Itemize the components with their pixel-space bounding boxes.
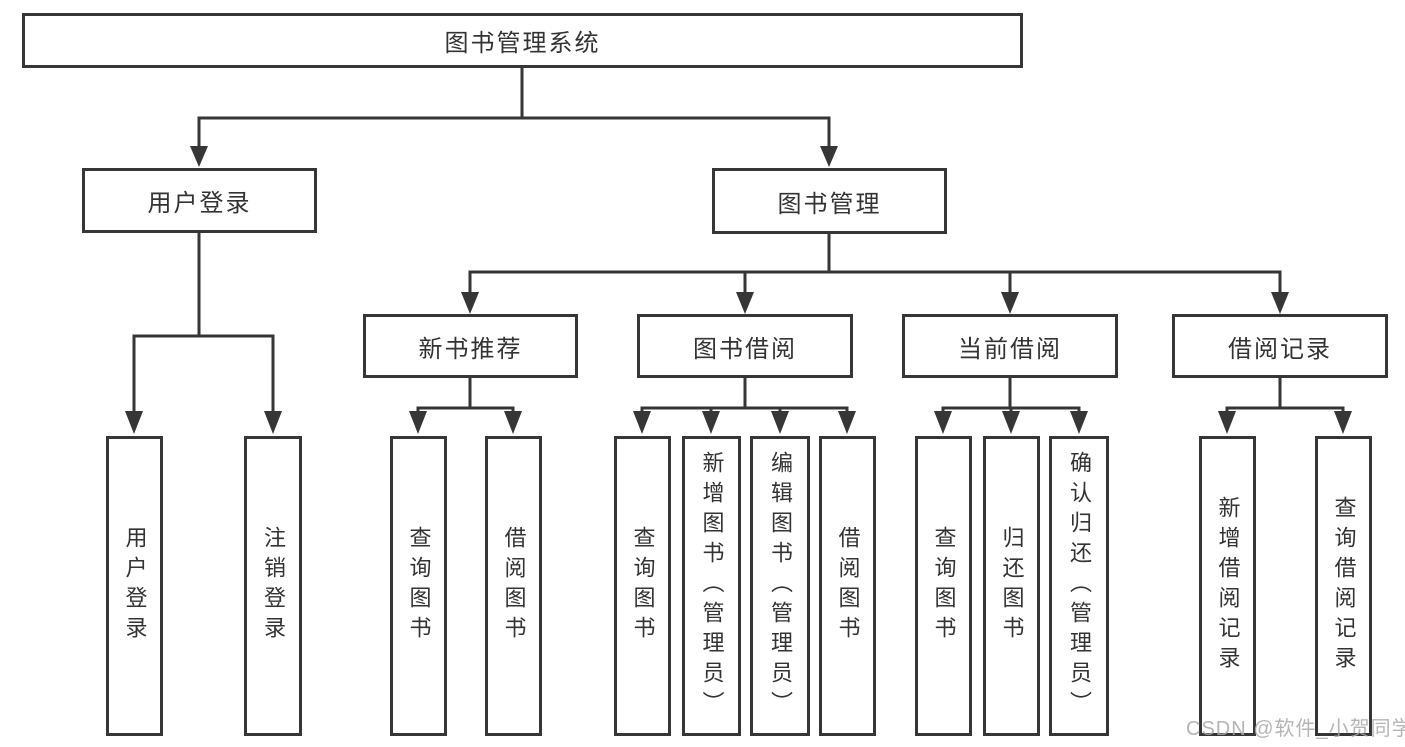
leaf-label: 查询图书 — [931, 526, 957, 646]
node-label: 借阅记录 — [1228, 335, 1332, 363]
leaf-label: 查询图书 — [630, 526, 656, 646]
leaf-label: 借阅图书 — [501, 526, 527, 646]
node-label: 图书借阅 — [693, 335, 797, 363]
leaf-label: 新增借阅记录 — [1215, 496, 1241, 676]
leaf-label: 归还图书 — [999, 526, 1025, 646]
leaf-add-books-admin: 新增图书（管理员） — [682, 436, 741, 736]
leaf-label: 编辑图书（管理员） — [768, 451, 793, 721]
leaf-query-books-current: 查询图书 — [915, 436, 972, 736]
leaf-query-books-recommend: 查询图书 — [390, 436, 447, 736]
node-new-book-recommendation: 新书推荐 — [363, 314, 578, 378]
leaf-label: 查询借阅记录 — [1331, 496, 1357, 676]
leaf-edit-books-admin: 编辑图书（管理员） — [750, 436, 810, 736]
csdn-watermark: CSDN @软件_小贺同学 — [1186, 718, 1405, 740]
node-label: 图书管理系统 — [444, 30, 601, 57]
node-label: 图书管理 — [777, 190, 882, 218]
leaf-label: 确认归还（管理员） — [1067, 451, 1092, 721]
leaf-user-login: 用户登录 — [106, 436, 163, 736]
leaf-label: 新增图书（管理员） — [699, 451, 725, 721]
node-library-management-system: 图书管理系统 — [22, 13, 1023, 68]
leaf-return-books: 归还图书 — [983, 436, 1040, 736]
leaf-label: 借阅图书 — [835, 526, 861, 646]
node-book-management: 图书管理 — [712, 168, 947, 234]
leaf-confirm-return-admin: 确认归还（管理员） — [1049, 436, 1109, 736]
node-label: 新书推荐 — [418, 335, 523, 363]
node-user-login: 用户登录 — [82, 168, 317, 233]
leaf-query-books-borrowing: 查询图书 — [614, 436, 671, 736]
leaf-borrow-books-recommend: 借阅图书 — [485, 436, 542, 736]
node-label: 用户登录 — [147, 190, 252, 217]
leaf-add-borrow-record: 新增借阅记录 — [1199, 436, 1256, 736]
leaf-label: 注销登录 — [261, 526, 286, 646]
leaf-logout: 注销登录 — [244, 436, 302, 736]
node-book-borrowing: 图书借阅 — [637, 314, 853, 378]
leaf-borrow-books-borrowing: 借阅图书 — [819, 436, 876, 736]
node-label: 当前借阅 — [958, 335, 1062, 363]
arrowheads — [125, 146, 1352, 434]
leaf-query-borrow-record: 查询借阅记录 — [1315, 436, 1372, 736]
leaf-label: 查询图书 — [406, 526, 432, 646]
leaf-label: 用户登录 — [122, 526, 148, 646]
node-current-borrowing: 当前借阅 — [902, 314, 1118, 378]
node-borrowing-records: 借阅记录 — [1172, 314, 1388, 378]
